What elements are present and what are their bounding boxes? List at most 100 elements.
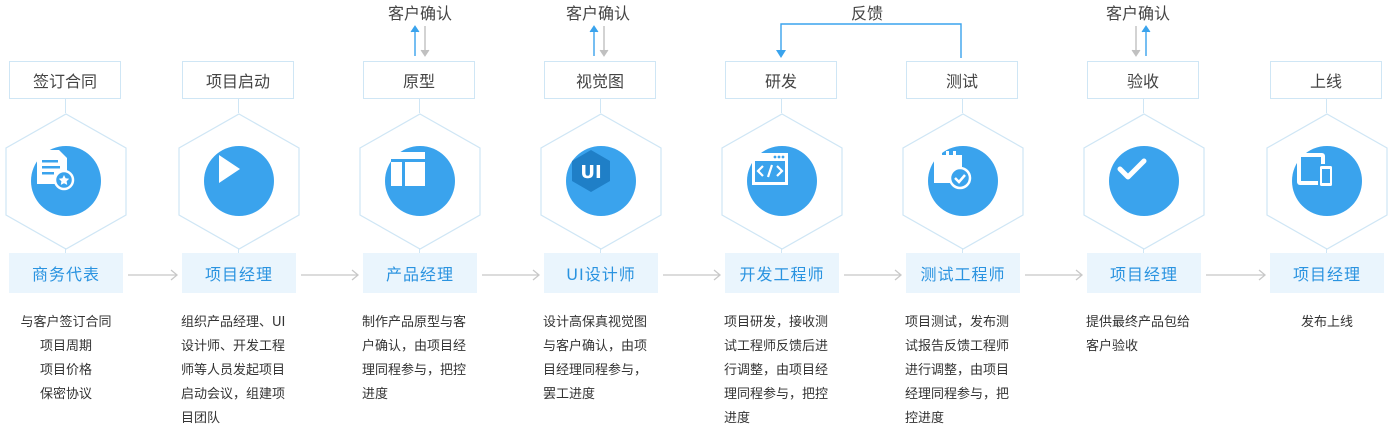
stage-title: 验收: [1087, 61, 1199, 99]
description-line: 控进度: [905, 411, 945, 426]
connector-line: [65, 99, 66, 113]
description-line: 与客户签订合同: [20, 315, 112, 330]
stage-title: 签订合同: [9, 61, 121, 99]
description-line: 理同程参与，把控: [362, 363, 467, 378]
description-line: 目经理同程参与，: [543, 363, 648, 378]
process-stage: 签订合同商务代表与客户签订合同项目周期项目价格保密协议: [0, 0, 132, 417]
description-line: 设计师、开发工程: [181, 339, 286, 354]
description-line: 师等人员发起项目: [181, 363, 286, 378]
role-label: UI设计师: [544, 253, 658, 293]
process-stage: 研发开发工程师项目研发，接收测试工程师反馈后进行调整，由项目经理同程参与，把控进…: [716, 0, 848, 426]
description-line: 项目测试，发布测: [905, 315, 1010, 330]
flow-arrow: [1025, 266, 1084, 281]
flow-arrow: [128, 266, 179, 281]
description-line: 项目价格: [39, 363, 92, 378]
check-circle-icon: [1109, 146, 1179, 216]
document-star-icon: [31, 146, 101, 216]
devices-icon: [1292, 146, 1362, 216]
flow-arrow: [844, 266, 903, 281]
connector-line: [962, 99, 963, 113]
connector-line: [65, 248, 66, 254]
connector-line: [600, 99, 601, 113]
code-window-icon: [747, 146, 817, 216]
stage-description: 与客户签订合同项目周期项目价格保密协议: [0, 311, 132, 407]
description-line: 设计高保真视觉图: [543, 315, 648, 330]
description-line: 发布上线: [1300, 315, 1353, 330]
stage-title: 测试: [906, 61, 1018, 99]
description-line: 启动会议，组建项: [181, 387, 286, 402]
stage-description: 项目测试，发布测试报告反馈工程师进行调整，由项目经理同程参与，把控进度: [905, 311, 1037, 431]
role-label: 商务代表: [9, 253, 123, 293]
flow-arrow: [663, 266, 722, 281]
stage-title: 原型: [363, 61, 475, 99]
description-line: 与客户确认，由项: [543, 339, 648, 354]
flow-arrow: [482, 266, 541, 281]
top-annotation: 客户确认: [566, 4, 631, 23]
role-label: 产品经理: [363, 253, 477, 293]
process-stage: 视觉图 UI UI设计师设计高保真视觉图与客户确认，由项目经理同程参与， 罢工进度: [535, 0, 667, 417]
role-label: 项目经理: [1270, 253, 1384, 293]
process-stage: 测试测试工程师项目测试，发布测试报告反馈工程师进行调整，由项目经理同程参与，把控…: [897, 0, 1029, 426]
flow-arrow: [1206, 266, 1267, 281]
confirm-arrows: [404, 24, 436, 58]
description-line: 试报告反馈工程师: [905, 339, 1010, 354]
description-line: 保密协议: [39, 387, 92, 402]
connector-line: [1326, 248, 1327, 254]
flow-arrow: [301, 266, 360, 281]
layout-icon: [385, 146, 455, 216]
connector-line: [419, 248, 420, 254]
description-line: 经理同程参与，把: [905, 387, 1010, 402]
process-stage: 上线项目经理发布上线: [1261, 0, 1388, 417]
top-annotation: 客户确认: [1106, 4, 1171, 23]
process-stage: 验收项目经理提供最终产品包给客户验收: [1078, 0, 1210, 417]
description-line: 理同程参与，把控: [724, 387, 829, 402]
stage-hexagon: [358, 113, 482, 250]
top-annotation: 反馈: [851, 4, 884, 23]
connector-line: [600, 248, 601, 254]
connector-line: [419, 99, 420, 113]
description-line: 罢工进度: [543, 387, 596, 402]
stage-description: 发布上线: [1261, 311, 1388, 335]
description-line: 客户验收: [1086, 339, 1139, 354]
stage-hexagon: [720, 113, 844, 250]
description-line: 组织产品经理、UI: [181, 315, 286, 330]
description-line: 制作产品原型与客: [362, 315, 467, 330]
stage-description: 制作产品原型与客户确认，由项目经理同程参与，把控进度: [362, 311, 494, 407]
process-stage: 原型产品经理制作产品原型与客户确认，由项目经理同程参与，把控进度: [354, 0, 486, 417]
description-line: 进度: [724, 411, 751, 426]
stage-description: 项目研发，接收测试工程师反馈后进行调整，由项目经理同程参与，把控进度: [724, 311, 856, 431]
role-label: 开发工程师: [725, 253, 839, 293]
stage-title: 研发: [725, 61, 837, 99]
description-line: 项目周期: [39, 339, 92, 354]
role-label: 项目经理: [1087, 253, 1201, 293]
description-line: 项目研发，接收测: [724, 315, 829, 330]
connector-line: [238, 248, 239, 254]
stage-hexagon: [1082, 113, 1206, 250]
connector-line: [781, 99, 782, 113]
top-annotation: 客户确认: [388, 4, 453, 23]
description-line: 试工程师反馈后进: [724, 339, 829, 354]
play-icon: [204, 146, 274, 216]
connector-line: [1143, 99, 1144, 113]
description-line: 户确认，由项目经: [362, 339, 467, 354]
confirm-arrows: [1125, 24, 1157, 58]
description-line: 进度: [362, 387, 389, 402]
description-line: 提供最终产品包给: [1086, 315, 1191, 330]
stage-hexagon: [901, 113, 1025, 250]
stage-hexagon: [177, 113, 301, 250]
calendar-check-icon: [928, 146, 998, 216]
confirm-arrows: [583, 24, 615, 58]
stage-title: 项目启动: [182, 61, 294, 99]
role-label: 项目经理: [182, 253, 296, 293]
ui-icon: UI: [566, 146, 636, 216]
role-label: 测试工程师: [906, 253, 1020, 293]
stage-title: 视觉图: [544, 61, 656, 99]
connector-line: [962, 248, 963, 254]
stage-title: 上线: [1270, 61, 1382, 99]
stage-hexagon: UI: [539, 113, 663, 250]
stage-description: 提供最终产品包给客户验收: [1086, 311, 1218, 359]
feedback-arrow: [774, 20, 970, 60]
stage-hexagon: [1265, 113, 1388, 250]
description-line: 行调整，由项目经: [724, 363, 829, 378]
